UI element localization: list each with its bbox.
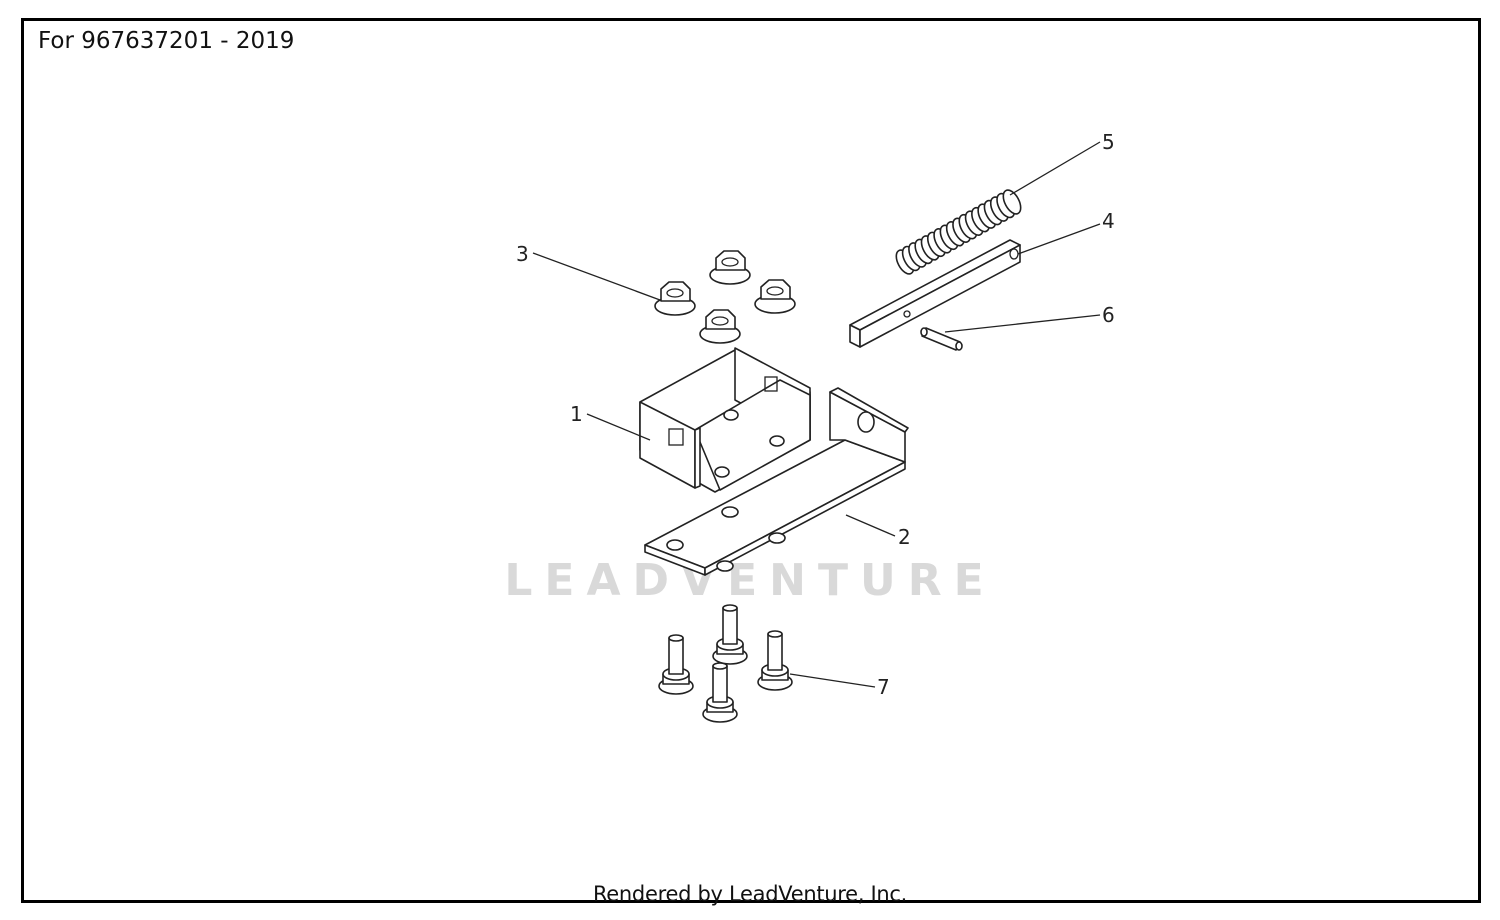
leader-lines	[532, 141, 1101, 688]
part-7-flange-bolts[interactable]	[658, 604, 793, 723]
part-2-bracket-plate[interactable]	[644, 387, 909, 576]
callout-5[interactable]: 5	[1102, 130, 1115, 154]
flange-bolt	[702, 662, 738, 723]
footer-credit: Rendered by LeadVenture, Inc.	[592, 882, 908, 906]
part-3-flange-nuts[interactable]	[654, 250, 796, 344]
callout-6[interactable]: 6	[1102, 303, 1115, 327]
callout-3[interactable]: 3	[516, 242, 529, 266]
flange-bolt	[712, 604, 748, 665]
callout-2[interactable]: 2	[898, 525, 911, 549]
spring-coil	[1002, 189, 1022, 215]
watermark-text: LEADVENTURE	[504, 555, 995, 606]
part-4-bar[interactable]	[849, 239, 1021, 348]
diagram-title: For 967637201 - 2019	[38, 28, 295, 54]
flange-nut	[699, 309, 741, 344]
flange-nut	[654, 281, 696, 316]
part-5-spring[interactable]	[893, 187, 1025, 277]
flange-bolt	[658, 634, 694, 695]
callout-1[interactable]: 1	[570, 402, 583, 426]
callout-7[interactable]: 7	[877, 675, 890, 699]
part-6-pin[interactable]	[920, 327, 963, 351]
flange-bolt	[757, 630, 793, 691]
callout-4[interactable]: 4	[1102, 209, 1115, 233]
flange-nut	[754, 279, 796, 314]
part-1-u-channel[interactable]	[639, 347, 811, 493]
flange-nut	[709, 250, 751, 285]
